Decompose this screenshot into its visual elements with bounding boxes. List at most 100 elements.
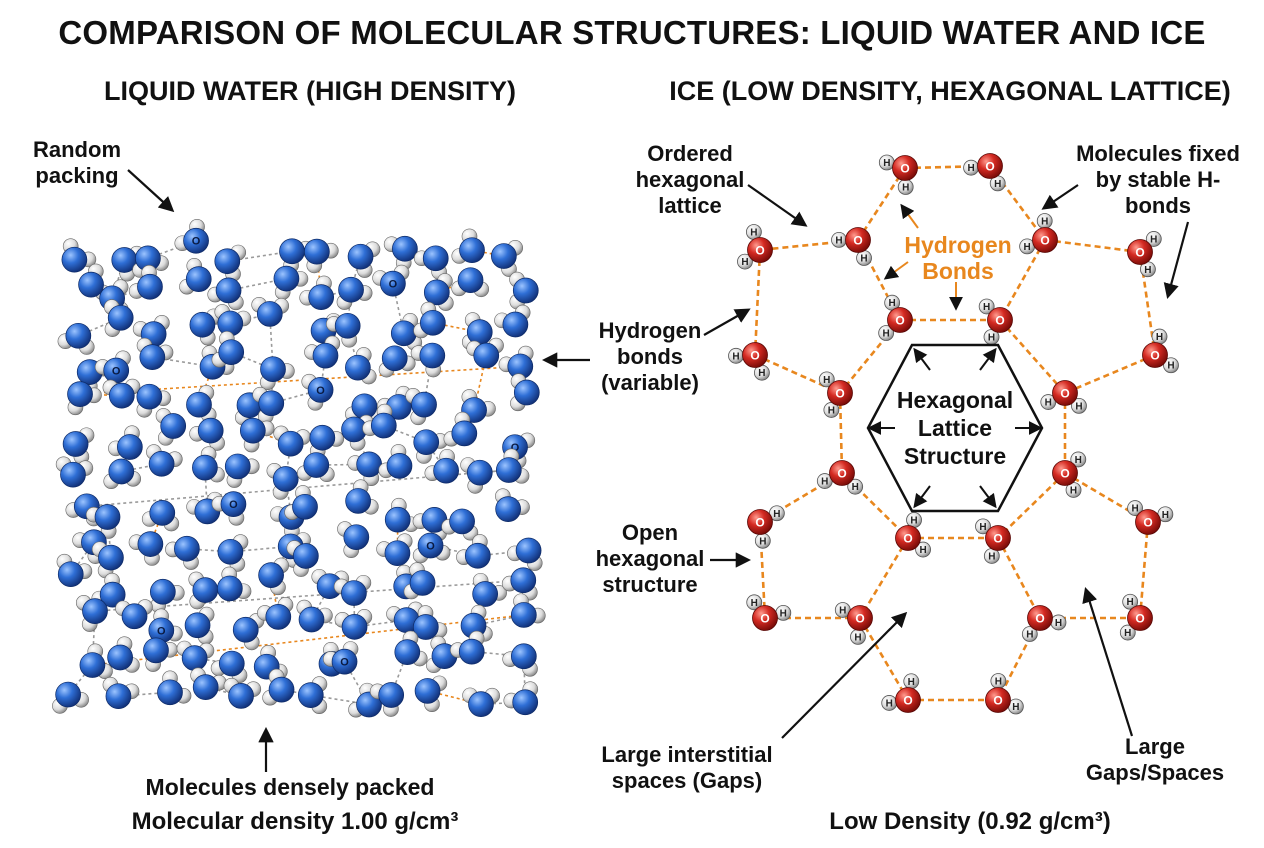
hydrogen-atom	[1163, 357, 1179, 374]
oxygen-atom	[433, 457, 459, 484]
water-molecule	[362, 403, 397, 439]
water-molecule	[451, 228, 485, 264]
oxygen-letter: O	[1135, 246, 1144, 260]
water-molecule	[259, 356, 295, 390]
oxygen-atom	[107, 644, 133, 671]
oxygen-atom	[1127, 605, 1153, 631]
oxygen-atom	[218, 650, 245, 677]
water-molecule	[188, 571, 219, 610]
water-molecule	[75, 594, 108, 632]
water-molecule	[299, 275, 335, 310]
oxygen-atom	[747, 237, 773, 263]
molecules-fixed-line-3: bonds	[1125, 193, 1191, 218]
ice-molecule: HHO	[978, 298, 1013, 345]
oxygen-letter: O	[993, 532, 1002, 546]
water-molecule	[67, 381, 102, 416]
oxygen-atom	[78, 271, 104, 298]
oxygen-atom	[466, 319, 493, 345]
water-molecule	[251, 297, 290, 327]
oxygen-atom	[1142, 342, 1168, 368]
oxygen-atom	[160, 413, 187, 439]
hydrogen-atom	[975, 518, 991, 535]
oxygen-letter: O	[835, 387, 844, 401]
water-molecule	[252, 386, 285, 424]
oxygen-atom	[232, 616, 259, 643]
oxygen-letter: O	[316, 385, 325, 397]
liquid-hbond-line	[115, 370, 123, 396]
water-molecule	[378, 345, 416, 378]
oxygen-atom	[449, 508, 475, 535]
water-molecule	[146, 444, 183, 477]
water-molecule	[266, 462, 299, 500]
oxygen-atom	[347, 243, 374, 270]
oxygen-atom	[94, 504, 121, 530]
hydrogen-letter: H	[750, 228, 757, 239]
oxygen-letter: O	[112, 366, 121, 378]
water-molecule: O	[323, 641, 359, 675]
water-molecule	[296, 599, 333, 633]
oxygen-atom	[341, 580, 367, 606]
oxygen-atom	[268, 676, 295, 703]
oxygen-atom	[1135, 509, 1161, 535]
water-molecule	[176, 640, 215, 671]
ice-hbond-line	[858, 617, 910, 701]
hydrogen-letter: H	[1041, 217, 1048, 228]
oxygen-atom	[502, 311, 529, 338]
oxygen-letter: O	[511, 442, 520, 454]
hydrogen-letter: H	[1150, 234, 1157, 245]
oxygen-atom	[239, 417, 266, 444]
hydrogen-atom	[878, 325, 895, 341]
ice-molecule: HHO	[895, 512, 931, 558]
ice-hbond-line	[754, 353, 841, 395]
water-molecule	[495, 448, 530, 484]
water-molecule	[184, 606, 215, 645]
hydrogen-bond-label-arrows	[883, 203, 963, 311]
water-molecule	[326, 312, 361, 348]
oxygen-atom	[384, 540, 411, 567]
oxygen-atom	[220, 491, 247, 518]
oxygen-atom	[273, 265, 300, 292]
hydrogen-letter: H	[994, 179, 1001, 190]
ice-molecule: HHO	[975, 518, 1011, 564]
hydrogen-atom	[847, 478, 864, 495]
ice-density-text: Low Density (0.92 g/cm³)	[829, 808, 1111, 835]
ice-molecule: HHO	[746, 594, 792, 631]
water-molecule	[157, 670, 192, 706]
ice-molecule: HHO	[878, 294, 913, 341]
hydrogen-atom	[1145, 231, 1162, 247]
hydrogen-letter: H	[883, 158, 890, 169]
hydrogen-letter: H	[979, 522, 986, 533]
oxygen-atom	[381, 345, 408, 372]
oxygen-letter: O	[1150, 349, 1159, 363]
oxygen-atom	[510, 602, 537, 628]
water-molecule: O	[174, 218, 209, 254]
water-molecule	[102, 676, 140, 710]
water-molecule	[55, 456, 94, 488]
hydrogen-atom	[1021, 626, 1038, 642]
water-molecule	[102, 378, 141, 409]
variable-hbonds-line-1: Hydrogen	[598, 318, 702, 343]
hydrogen-letter: H	[1167, 361, 1174, 372]
oxygen-atom	[985, 525, 1011, 551]
water-molecule	[61, 238, 97, 273]
water-molecule: O	[372, 264, 410, 297]
oxygen-atom	[192, 577, 219, 603]
water-molecule	[461, 312, 493, 350]
hydrogen-letter: H	[988, 332, 995, 343]
oxygen-atom	[422, 245, 449, 272]
water-molecule	[56, 553, 93, 588]
water-molecule	[450, 630, 485, 665]
water-molecule	[333, 574, 372, 606]
water-molecule	[503, 681, 539, 716]
ice-hbond-line	[996, 537, 1042, 619]
oxygen-atom	[510, 643, 537, 670]
ice-hbond-line	[838, 392, 844, 474]
oxygen-letter: O	[340, 657, 349, 669]
oxygen-atom	[356, 451, 383, 478]
oxygen-atom	[414, 678, 441, 704]
water-molecule	[472, 572, 507, 607]
oxygen-atom	[183, 227, 209, 254]
oxygen-atom	[82, 598, 108, 624]
hydrogen-letter: H	[1162, 510, 1169, 521]
oxygen-atom	[277, 430, 304, 457]
